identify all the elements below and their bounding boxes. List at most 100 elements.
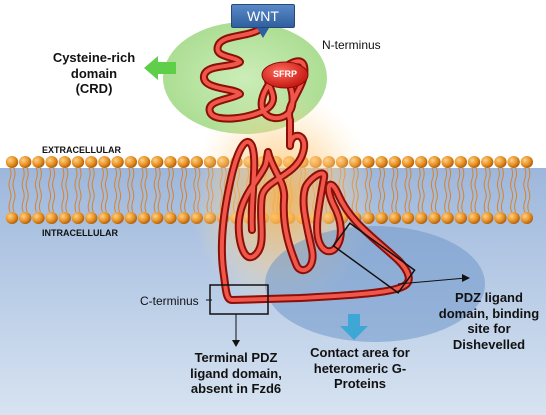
lipid-tail [104, 167, 108, 191]
terminal-pdz-arrowhead [232, 340, 240, 347]
lipid-tail [38, 167, 42, 191]
lipid-head [137, 212, 151, 224]
lipid-head [520, 156, 533, 168]
lipid-tail [527, 167, 531, 191]
lipid-head [137, 156, 151, 168]
lipid-tail [34, 189, 38, 213]
lipid-tail [91, 189, 95, 213]
lipid-tail [404, 189, 408, 213]
lipid-tail [382, 189, 386, 213]
lipid-tail [184, 189, 188, 213]
lipid-tail [74, 167, 78, 191]
lipid-tail [78, 167, 82, 191]
lipid-tail [483, 167, 487, 191]
lipid-head [19, 156, 32, 168]
lipid-tail [457, 167, 461, 191]
lipid-tail [382, 167, 386, 191]
lipid-tail [184, 167, 188, 191]
lipid-head [85, 156, 98, 168]
lipid-tail [180, 189, 184, 213]
lipid-head [164, 212, 177, 224]
lipid-tail [153, 189, 157, 213]
lipid-tail [25, 167, 29, 191]
lipid-tail [100, 189, 104, 213]
lipid-tail [421, 167, 425, 191]
lipid-head [151, 156, 164, 168]
lipid-tail [21, 189, 25, 213]
lipid-tail [52, 167, 56, 191]
lipid-tail [434, 189, 438, 213]
lipid-tail [430, 189, 434, 213]
pdz-binding-leader [397, 277, 467, 285]
lipid-tail [118, 167, 122, 191]
pdz-binding-line3: site for [467, 321, 511, 337]
lipid-tail [61, 189, 65, 213]
lipid-tail [153, 167, 157, 191]
lipid-head [19, 212, 32, 224]
lipid-tail [127, 167, 131, 191]
lipid-tail [395, 189, 399, 213]
lipid-head [494, 212, 507, 224]
lipid-tail [91, 167, 95, 191]
lipid-head [401, 212, 415, 224]
lipid-tail [114, 167, 118, 191]
lipid-tail [448, 167, 452, 191]
lipid-tail [48, 189, 52, 213]
lipid-tail [170, 167, 174, 191]
lipid-tail [8, 189, 12, 213]
c-terminus-label: C-terminus [140, 294, 199, 308]
pdz-binding-box [332, 222, 416, 294]
lipid-tail [65, 167, 69, 191]
lipid-tail [461, 189, 465, 213]
n-terminus-label: N-terminus [322, 38, 381, 52]
lipid-tail [496, 189, 500, 213]
lipid-tail [48, 167, 52, 191]
lipid-head [85, 212, 98, 224]
lipid-tail [417, 189, 421, 213]
lipid-tail [461, 167, 465, 191]
lipid-tail [408, 167, 412, 191]
pdz-binding-arrowhead [462, 274, 470, 282]
lipid-tail [395, 167, 399, 191]
lipid-head [98, 156, 111, 168]
pdz-binding-line1: PDZ ligand [455, 290, 523, 305]
lipid-tail [474, 189, 478, 213]
lipid-tail [408, 189, 412, 213]
lipid-tail [514, 189, 518, 213]
lipid-tail [421, 189, 425, 213]
lipid-tail [131, 167, 135, 191]
lipid-head [71, 212, 85, 224]
lipid-head [520, 212, 533, 224]
lipid-tail [87, 189, 91, 213]
lipid-head [441, 212, 454, 224]
lipid-tail [127, 189, 131, 213]
crd-label: Cysteine-rich domain (CRD) [44, 50, 144, 97]
lipid-tail [378, 189, 382, 213]
intracellular-label: INTRACELLULAR [42, 228, 118, 238]
lipid-head [415, 212, 428, 224]
lipid-head [58, 156, 71, 168]
terminal-pdz-line3: absent in Fzd6 [190, 381, 282, 397]
lipid-head [45, 212, 58, 224]
lipid-tail [378, 167, 382, 191]
lipid-tail [457, 189, 461, 213]
lipid-head [415, 156, 428, 168]
lipid-tail [104, 189, 108, 213]
lipid-tail [483, 189, 487, 213]
terminal-pdz-label: Terminal PDZ ligand domain, absent in Fz… [184, 350, 288, 397]
lipid-head [111, 156, 124, 168]
lipid-head [454, 212, 467, 224]
lipid-tail [34, 167, 38, 191]
lipid-head [401, 156, 415, 168]
lipid-tail [38, 189, 42, 213]
lipid-tail [74, 189, 78, 213]
lipid-tail [523, 189, 527, 213]
lipid-tail [430, 167, 434, 191]
lipid-tail [170, 189, 174, 213]
lipid-tail [140, 167, 144, 191]
contact-area-label: Contact area for heteromeric G-Proteins [290, 345, 430, 392]
lipid-tail [87, 167, 91, 191]
lipid-head [58, 212, 71, 224]
lipid-tail [470, 167, 474, 191]
